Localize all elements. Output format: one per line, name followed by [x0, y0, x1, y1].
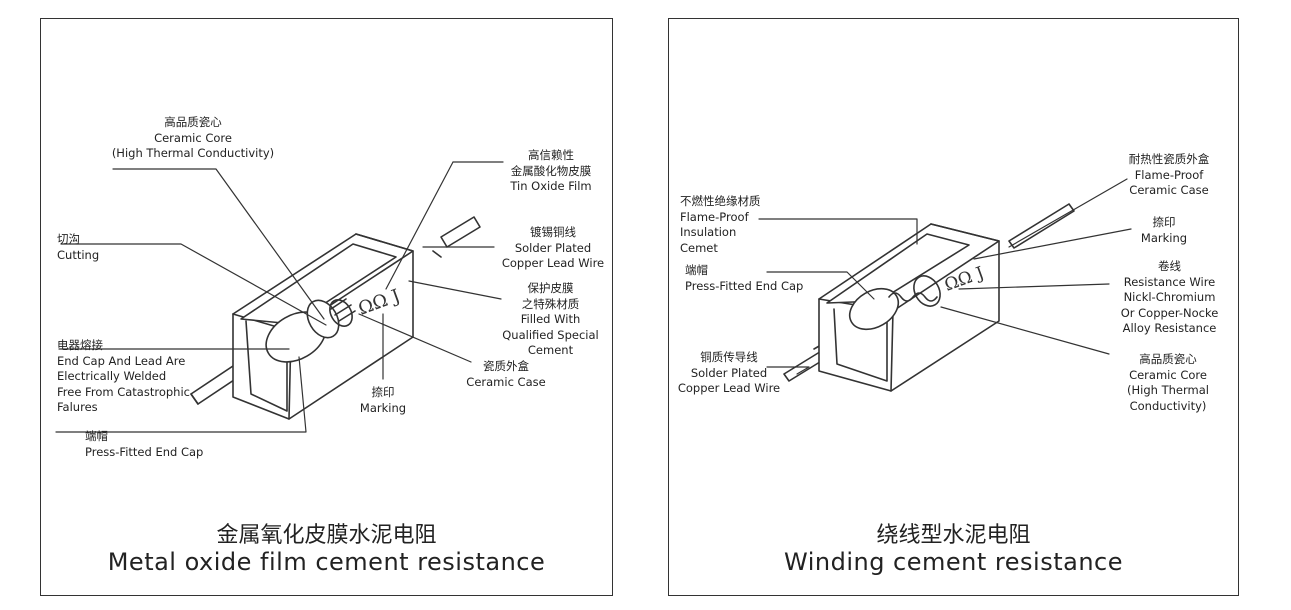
- label-solder-lead: 铜质传导线 Solder Plated Copper Lead Wire: [677, 350, 781, 396]
- label-ceramic-core: 高品质瓷心 Ceramic Core (High Thermal Conduct…: [1127, 352, 1209, 413]
- label-ceramic-case: 瓷质外盒 Ceramic Case: [466, 359, 546, 389]
- label-marking: 捺印 Marking: [1140, 215, 1188, 245]
- metal-oxide-panel: ΩΩ J 高品质瓷心 Ceramic Core (High Thermal Co…: [40, 18, 613, 596]
- leader-lines: [758, 178, 1132, 375]
- leader-lines: [55, 161, 504, 433]
- end-cap-shape: [848, 287, 900, 331]
- label-ceramic-core: 高品质瓷心 Ceramic Core (High Thermal Conduct…: [111, 115, 275, 161]
- metal-oxide-illustration: ΩΩ J: [55, 161, 504, 433]
- label-flame-proof-case: 耐热性瓷质外盒 Flame-Proof Ceramic Case: [1128, 152, 1210, 198]
- right-lead-wire: [440, 216, 481, 248]
- label-cutting: 切沟 Cutting: [57, 232, 100, 262]
- label-electrically-welded: 电器熔接 End Cap And Lead Are Electrically W…: [57, 338, 190, 415]
- label-tin-oxide-film: 高信赖性 金属酸化物皮膜 Tin Oxide Film: [510, 148, 592, 194]
- label-marking: 捺印 Marking: [359, 385, 407, 415]
- resistance-wire-coil: [888, 292, 938, 302]
- title-chinese: 绕线型水泥电阻: [876, 523, 1031, 548]
- title-english: Winding cement resistance: [784, 548, 1123, 576]
- title-english: Metal oxide film cement resistance: [107, 548, 546, 576]
- label-end-cap: 端帽 Press-Fitted End Cap: [685, 263, 804, 293]
- title-chinese: 金属氧化皮膜水泥电阻: [216, 523, 437, 548]
- label-insulation: 不燃性绝缘材质 Flame-Proof Insulation Cemet: [680, 194, 761, 255]
- label-end-cap: 端帽 Press-Fitted End Cap: [85, 429, 204, 459]
- label-filled-with: 保护皮膜 之特殊材质 Filled With Qualified Special…: [502, 281, 599, 358]
- winding-panel: ΩΩ J 耐热性瓷质外盒 Flame-Proof Ceramic Case 不燃…: [668, 18, 1239, 596]
- label-resistance-wire: 卷线 Resistance Wire Nickl-Chromium Or Cop…: [1120, 259, 1219, 336]
- label-solder-plated: 镀锡铜线 Solder Plated Copper Lead Wire: [501, 225, 605, 271]
- winding-illustration: ΩΩ J: [758, 178, 1132, 392]
